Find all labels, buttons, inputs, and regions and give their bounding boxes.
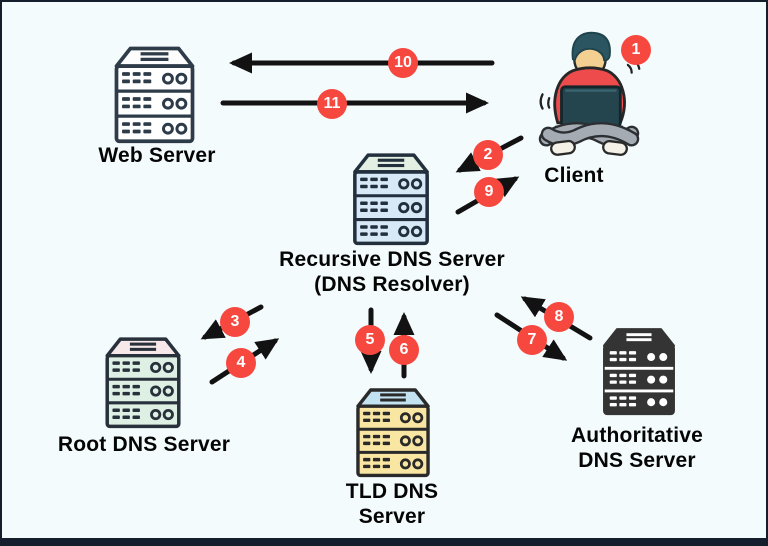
authoritative-dns-server-icon bbox=[594, 324, 684, 416]
step-badge-7: 7 bbox=[517, 325, 547, 355]
client-shoe bbox=[550, 139, 576, 156]
recursive-dns-server-icon bbox=[346, 149, 436, 246]
motion-mark-icon bbox=[539, 93, 544, 110]
step-badge-9: 9 bbox=[474, 177, 504, 207]
step-badge-1: 1 bbox=[621, 35, 651, 65]
web-server-icon bbox=[107, 42, 202, 144]
client-hat bbox=[571, 31, 611, 62]
tld-dns-label-line2: Server bbox=[358, 505, 426, 528]
tld-dns-server-icon bbox=[348, 384, 438, 478]
step-badge-3: 3 bbox=[220, 307, 250, 337]
authoritative-dns-label: Authoritative DNS Server bbox=[557, 423, 717, 473]
step-badge-2: 2 bbox=[473, 140, 503, 170]
root-dns-server-icon bbox=[98, 333, 188, 429]
step-badge-6: 6 bbox=[389, 335, 419, 365]
step-badge-10: 10 bbox=[388, 48, 418, 78]
authoritative-dns-label-line1: Authoritative bbox=[570, 424, 704, 447]
authoritative-dns-label-line2: DNS Server bbox=[578, 449, 696, 472]
step-badge-5: 5 bbox=[355, 325, 385, 355]
recursive-dns-label-line2: (DNS Resolver) bbox=[314, 273, 470, 296]
recursive-dns-label-line1: Recursive DNS Server bbox=[279, 248, 505, 271]
client-label: Client bbox=[544, 164, 604, 187]
recursive-dns-label: Recursive DNS Server (DNS Resolver) bbox=[272, 247, 512, 297]
root-dns-label: Root DNS Server bbox=[57, 433, 231, 456]
step-badge-4: 4 bbox=[226, 348, 256, 378]
step-badge-11: 11 bbox=[317, 89, 347, 119]
client-shoe bbox=[602, 140, 628, 156]
client-figure bbox=[526, 28, 652, 156]
web-server-label: Web Server bbox=[98, 144, 216, 167]
tld-dns-label: TLD DNS Server bbox=[322, 479, 462, 529]
tld-dns-label-line1: TLD DNS bbox=[345, 480, 439, 503]
step-badge-8: 8 bbox=[544, 302, 574, 332]
